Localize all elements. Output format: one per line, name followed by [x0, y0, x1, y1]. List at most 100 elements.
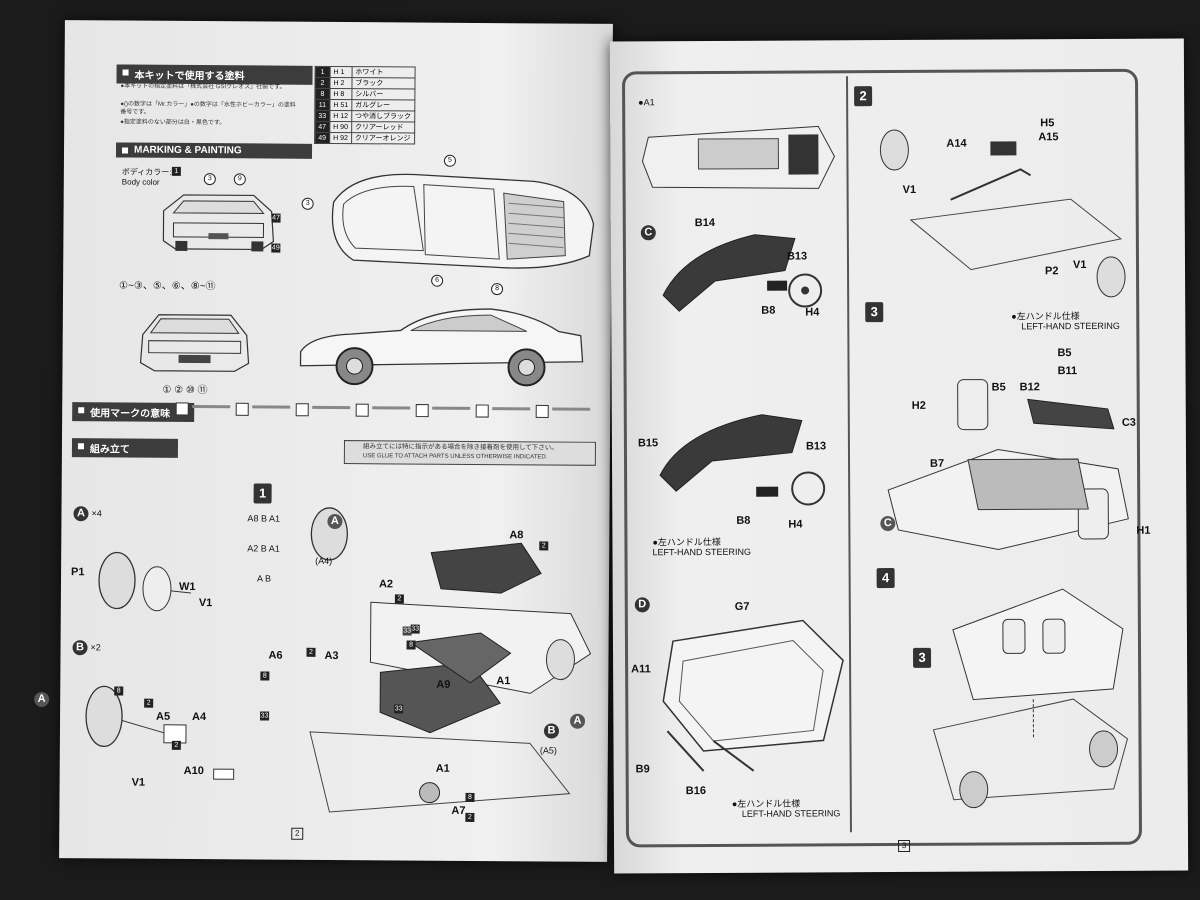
- step-d-part-b9: B9: [635, 763, 650, 776]
- step-c-part-b14: B14: [694, 216, 715, 230]
- step-a-part-v1: V1: [198, 597, 213, 610]
- step-2-badge: 2: [854, 86, 873, 107]
- paint-name: シルバー: [351, 88, 415, 101]
- step-2-part-a14: A14: [946, 137, 967, 150]
- step-1-part-a3: A3: [324, 649, 339, 663]
- step-b-badge: B: [72, 640, 88, 656]
- step-d-part-g7: G7: [734, 600, 750, 613]
- step-2-part-p2: P2: [1045, 265, 1059, 278]
- paints-note-1: ●本キットの指定塗料は「株式会社 GSIクレオス」社製です。: [120, 83, 286, 91]
- step-3-part-b7: B7: [930, 457, 945, 470]
- step-a-qty: ×4: [91, 508, 102, 519]
- step-a-part-w1: W1: [178, 580, 196, 594]
- step-3-ref-c: C: [880, 516, 896, 532]
- step-1-paint-2a: 2: [539, 541, 549, 551]
- step-c-dashboard: [662, 234, 823, 312]
- paint-name: クリアーオレンジ: [351, 132, 415, 145]
- manual-page-3: ●A1 C B14 B13 B8 H4 B15 B13 B8 H4 ●左ハンドル…: [609, 38, 1189, 874]
- step-c-alt-part-b13: B13: [805, 440, 827, 453]
- step-d-lhs-en: LEFT-HAND STEERING: [741, 808, 841, 819]
- step-2-part-v1a: V1: [902, 183, 917, 196]
- body-color-jp: ボディカラー:: [121, 167, 172, 177]
- assembly-header: 組み立て: [71, 438, 179, 458]
- step-1-drawing: [309, 507, 592, 813]
- step-1-badge: 1: [253, 483, 272, 504]
- callout-49: 49: [271, 243, 281, 253]
- step-b-paint-2a: 2: [144, 698, 154, 708]
- step-1-part-a2: A2: [378, 578, 394, 591]
- step-2-drawing: [879, 129, 1126, 298]
- assembly-warning-jp: 組み立てには特に指示がある場合を除き接着剤を使用して下さい。: [362, 443, 558, 452]
- step-1-part-a4: (A4): [315, 555, 333, 566]
- paint-code: H 90: [329, 121, 352, 133]
- step-1-paint-2c: 2: [306, 647, 316, 657]
- paint-num: 2: [314, 77, 331, 89]
- body-color-num: 1: [171, 166, 181, 176]
- step-1-part-a5: (A5): [539, 745, 557, 756]
- paint-num: 33: [314, 110, 330, 122]
- callout-3a: 3: [203, 173, 216, 186]
- step-b-paint-2b: 2: [171, 740, 181, 750]
- step-c-alt-part-b15: B15: [637, 437, 659, 450]
- symbols-row: [175, 402, 591, 418]
- step-4-drawing: [932, 588, 1129, 809]
- step-d-part-a11: A11: [631, 663, 651, 676]
- step-4-badge: 4: [876, 568, 895, 589]
- car-top-view: [331, 173, 595, 269]
- step-b-part-a10: A10: [183, 764, 204, 778]
- step-c-alt-part-h4: H4: [788, 518, 803, 531]
- paint-code: H 1: [330, 66, 352, 78]
- assembly-warning-box: 組み立てには特に指示がある場合を除き接着剤を使用して下さい。 USE GLUE …: [343, 440, 597, 466]
- step-1-part-a1a: A1: [496, 675, 511, 688]
- callout-5: 5: [443, 154, 457, 167]
- paint-code: H 2: [329, 77, 352, 89]
- step-c-part-b8: B8: [761, 304, 776, 317]
- step-3-lhs-en: LEFT-HAND STEERING: [1021, 320, 1120, 332]
- paint-name: ガルグレー: [351, 99, 415, 112]
- step-b-drawing: [85, 685, 235, 780]
- step-c-lhs-en: LEFT-HAND STEERING: [652, 546, 752, 558]
- step-3-part-b12: B12: [1019, 381, 1040, 394]
- paint-code: H 8: [329, 88, 352, 100]
- marking-header: MARKING & PAINTING: [115, 142, 313, 159]
- step-3-interior-drawing: [887, 379, 1129, 550]
- step-1-ref-a: A: [327, 513, 343, 530]
- step-3-badge: 3: [865, 302, 884, 323]
- step-1-paint-33c: 33: [394, 704, 404, 714]
- step-c-part-h4: H4: [805, 306, 820, 319]
- paint-code: H 51: [329, 99, 352, 111]
- callout-9: 9: [233, 173, 246, 186]
- callout-3b: 3: [301, 197, 314, 210]
- step-1-paint-8a: 8: [260, 671, 270, 681]
- step-b-part-a5: A5: [156, 710, 171, 723]
- step-3-part-h2: H2: [911, 399, 926, 412]
- step-b-qty: ×2: [90, 642, 101, 653]
- page-number-3: 3: [898, 839, 911, 853]
- step-c-badge: C: [640, 225, 656, 241]
- step-2-part-v1b: V1: [1072, 259, 1087, 272]
- step-3-part-b11: B11: [1057, 365, 1078, 378]
- step-b-ref-a: A: [34, 691, 50, 708]
- paints-note-3: ●指定塗料のない部分は白・黒色です。: [120, 119, 226, 127]
- step-1-paint-8c: 8: [406, 640, 416, 650]
- paint-num: 8: [314, 88, 330, 100]
- paint-code: H 12: [329, 110, 352, 122]
- callout-47: 47: [271, 213, 281, 223]
- paint-name: ホワイト: [351, 66, 415, 79]
- a1-chassis-drawing: [641, 125, 835, 189]
- step-b-paint-8: 8: [114, 686, 124, 696]
- step-1-paint-2e: 2: [465, 812, 475, 822]
- step-1-paint-2b: 2: [394, 594, 404, 604]
- step-1-seq-3: A B: [257, 573, 272, 584]
- page-number-2: 2: [291, 827, 304, 840]
- step-1-paint-8b: 8: [465, 792, 475, 802]
- step-c-part-b13: B13: [786, 250, 808, 263]
